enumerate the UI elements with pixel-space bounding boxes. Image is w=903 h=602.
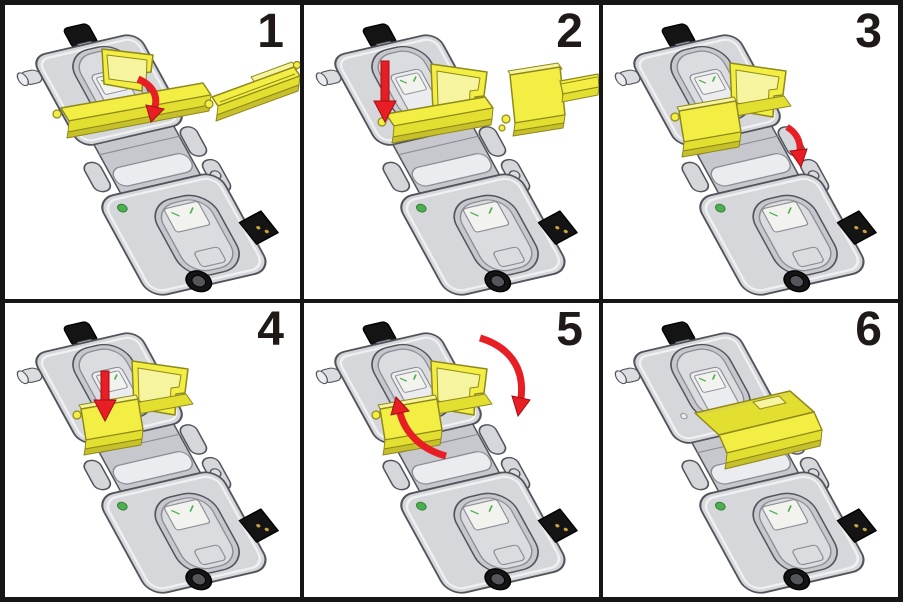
arrow-fold-left-icon [390,396,448,460]
step-4-illustration [5,304,300,597]
step-panel-3: 3 [603,5,898,299]
device-base [603,6,898,299]
device-base [5,304,300,597]
device-base [304,304,599,597]
yellow-cover-closed [694,390,823,470]
step-panel-6: 6 [603,303,898,597]
step-number: 6 [855,303,882,356]
yellow-cover-assembly [377,63,494,144]
step-number: 3 [855,5,882,58]
step-1-illustration [5,6,300,299]
device-base [304,6,599,299]
step-number: 5 [556,303,583,356]
yellow-cover-assembly [52,48,212,139]
step-6-illustration [603,304,898,597]
spare-latch-plate [498,62,599,137]
device-base [5,6,300,299]
step-2-illustration [304,6,599,299]
step-number: 2 [556,5,583,58]
arrow-down-icon [373,60,397,124]
arrow-curved-snap-icon [785,124,808,169]
yellow-cover-assembly [670,62,792,158]
yellow-cover-assembly [371,360,493,456]
step-panel-4: 4 [5,303,300,597]
step-panel-2: 2 [304,5,599,299]
step-panel-1: 1 [5,5,300,299]
arrow-down-icon [93,370,117,423]
step-number: 4 [257,303,284,356]
step-number: 1 [257,5,284,58]
yellow-cover-assembly [72,360,194,456]
spare-retainer-bar [204,60,300,122]
arrow-fold-right-icon [478,334,531,418]
step-3-illustration [603,6,898,299]
arrow-curved-down-icon [136,75,165,123]
step-5-illustration [304,304,599,597]
step-panel-5: 5 [304,303,599,597]
